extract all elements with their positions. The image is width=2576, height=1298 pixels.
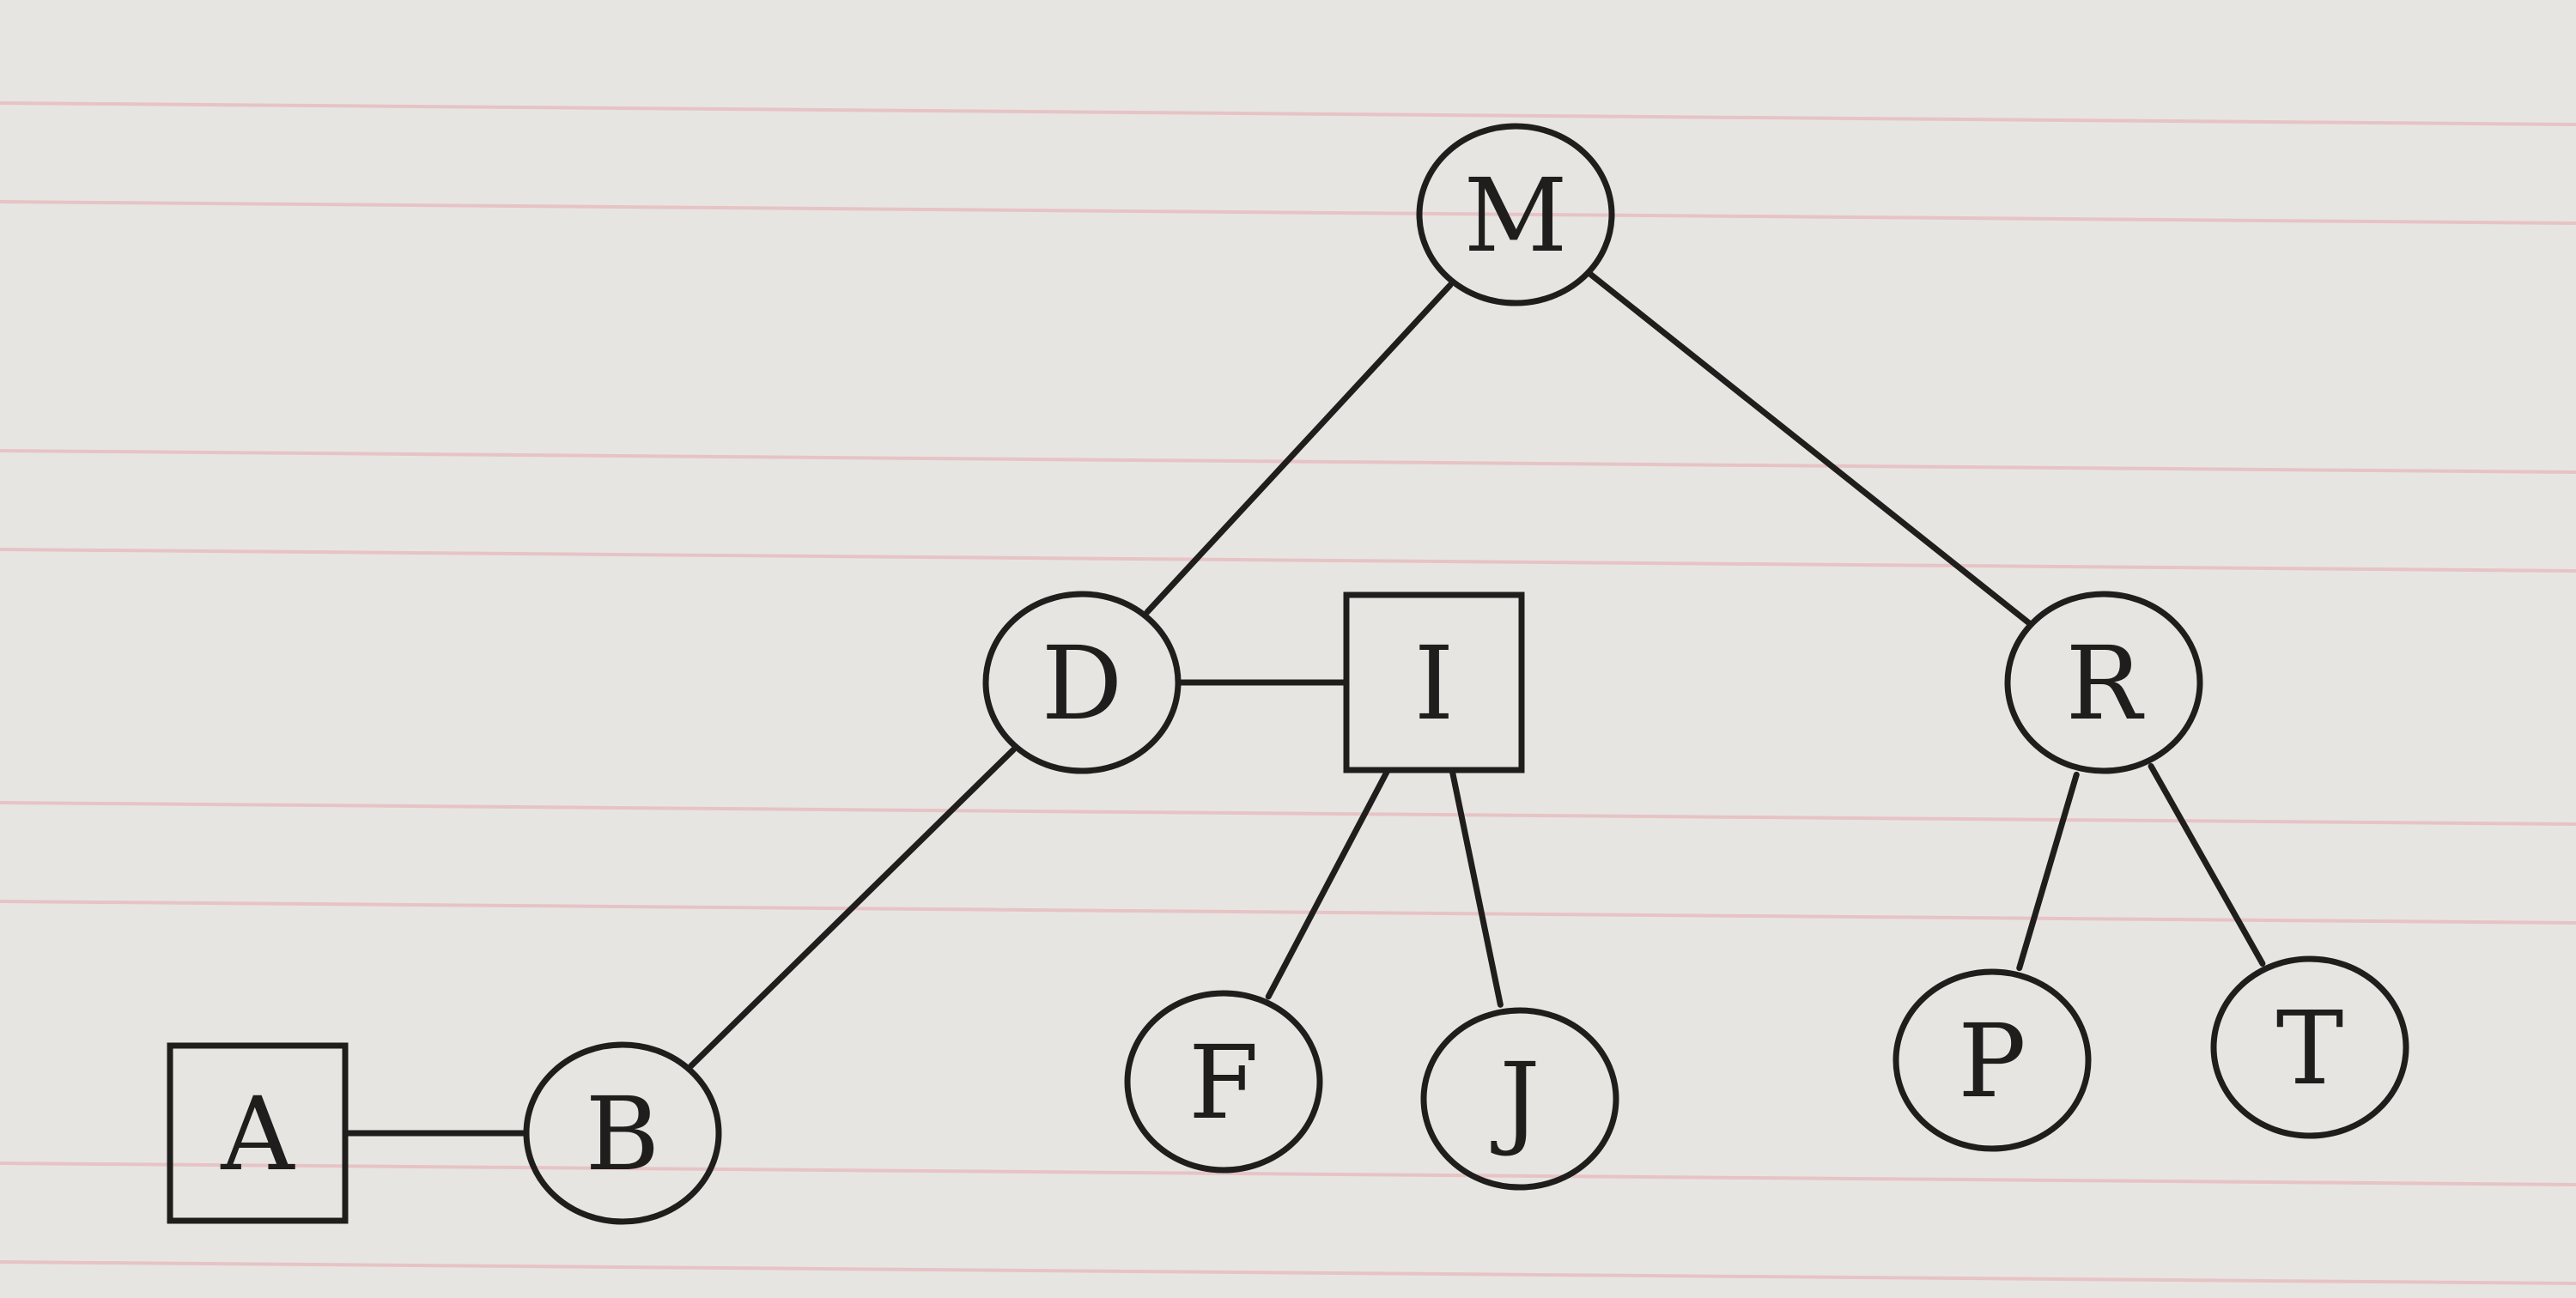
node-a: A [167, 1042, 349, 1224]
node-p-label: P [1958, 1002, 2026, 1120]
node-d-circle [982, 591, 1182, 774]
edge-r-t [2148, 763, 2266, 967]
node-r-circle [2004, 591, 2203, 774]
edge-r-p [2016, 771, 2080, 972]
node-i-square [1343, 591, 1525, 773]
node-t-circle [2210, 955, 2409, 1139]
node-m-circle [1416, 123, 1615, 306]
rule-line-2 [0, 200, 2576, 225]
rule-line-7 [0, 1162, 2576, 1186]
node-d: D [982, 591, 1182, 774]
rule-line-6 [0, 900, 2576, 925]
node-b-circle [523, 1041, 722, 1225]
node-m: M [1416, 123, 1615, 306]
node-j-circle [1420, 1007, 1619, 1191]
node-t: T [2210, 955, 2409, 1139]
edge-m-d [1144, 282, 1454, 616]
notebook-rule-lines [0, 101, 2576, 1285]
rule-line-4 [0, 548, 2576, 573]
node-i: I [1343, 591, 1525, 773]
node-p-circle [1893, 968, 2092, 1152]
node-m-label: M [1464, 156, 1568, 275]
node-f: F [1124, 990, 1323, 1174]
node-a-label: A [220, 1075, 295, 1193]
tree-nodes: M D I R A B F J P T [167, 123, 2409, 1225]
rule-line-5 [0, 801, 2576, 826]
node-f-label: F [1188, 1023, 1259, 1142]
rule-line-8 [0, 1260, 2576, 1285]
node-b-label: B [586, 1075, 660, 1193]
node-p: P [1893, 968, 2092, 1152]
node-t-label: T [2276, 989, 2344, 1107]
node-r-label: R [2066, 624, 2145, 743]
node-j-label: J [1491, 1040, 1540, 1159]
rule-line-1 [0, 101, 2576, 126]
tree-edges [342, 271, 2266, 1137]
node-r: R [2004, 591, 2203, 774]
edge-i-f [1265, 767, 1391, 1000]
node-d-label: D [1042, 624, 1123, 743]
node-i-label: I [1414, 624, 1455, 743]
edge-d-b [688, 746, 1017, 1070]
edge-i-j [1449, 767, 1504, 1008]
node-j: J [1420, 1007, 1619, 1191]
node-f-circle [1124, 990, 1323, 1174]
node-a-square [167, 1042, 349, 1224]
edge-m-r [1588, 271, 2032, 626]
node-b: B [523, 1041, 722, 1225]
